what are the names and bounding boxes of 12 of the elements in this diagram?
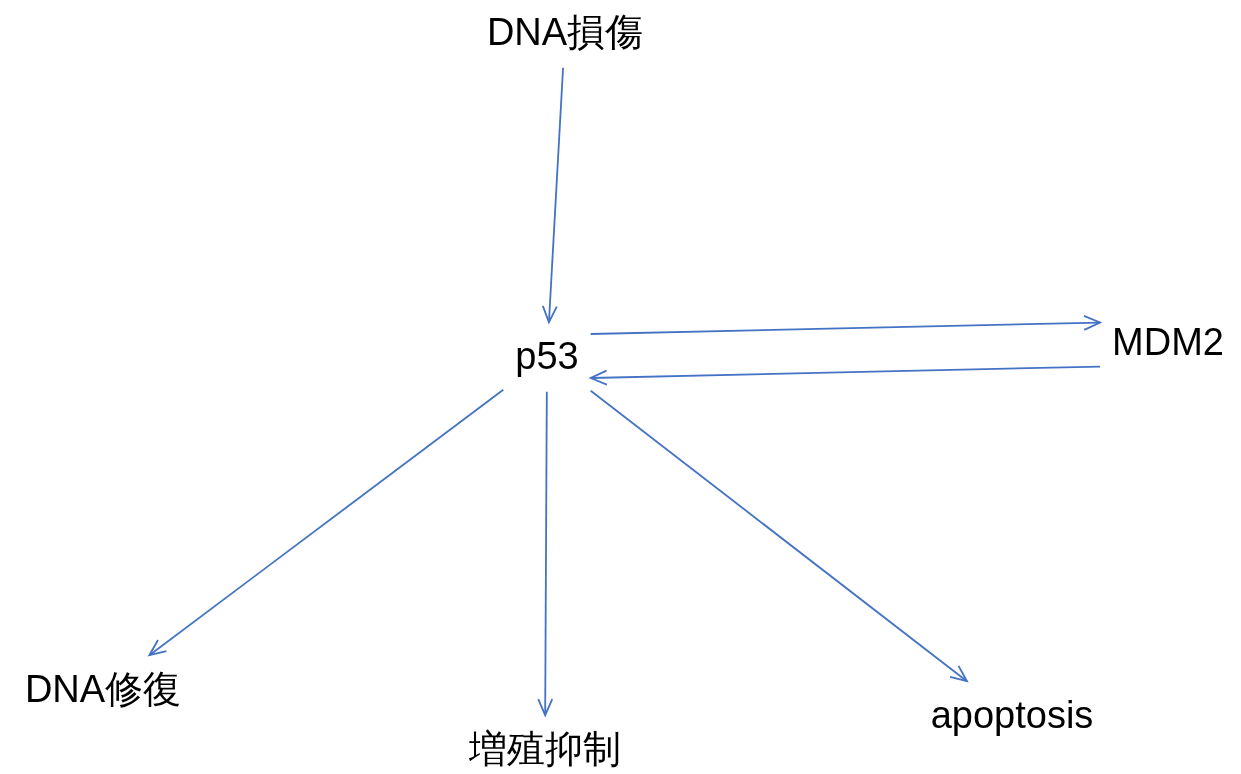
arrow — [589, 365, 1101, 386]
node-label: DNA損傷 — [486, 10, 644, 56]
arrow — [589, 315, 1101, 335]
node-label: apoptosis — [930, 693, 1094, 739]
arrow — [148, 388, 505, 657]
node-label: DNA修復 — [24, 667, 182, 713]
arrow — [541, 66, 564, 324]
arrow — [589, 389, 968, 683]
arrow — [537, 390, 554, 717]
node-label: 増殖抑制 — [469, 727, 621, 773]
node-label: MDM2 — [1112, 320, 1224, 366]
node-label: p53 — [515, 334, 579, 380]
